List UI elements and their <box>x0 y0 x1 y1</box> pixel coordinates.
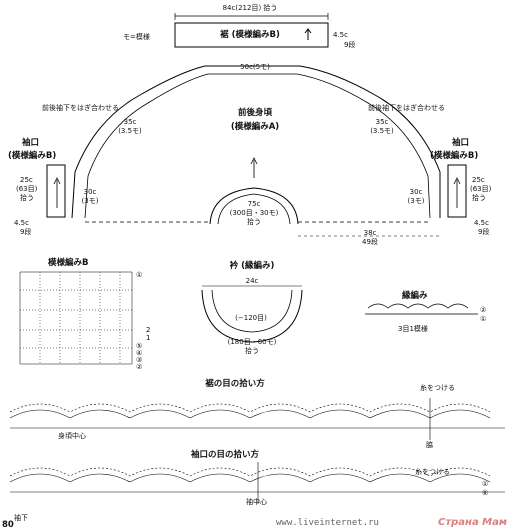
pattern-b-title: 模様編みB <box>48 258 89 268</box>
pattern-b-marker: ① <box>136 271 143 279</box>
pattern-b-marker: ④ <box>136 349 143 357</box>
hem-band <box>174 22 329 48</box>
neck-arc <box>209 187 299 225</box>
pattern-b-marker: 2 <box>146 326 151 334</box>
lower-right-length: 30c <box>409 188 423 196</box>
lower-left-length: 30c <box>83 188 97 196</box>
collar-inner: (−120目) <box>235 314 267 322</box>
cuff-right-rows: 9段 <box>478 228 490 236</box>
watermark-url: www.liveinternet.ru <box>276 518 379 528</box>
collar-width: 24c <box>245 277 259 285</box>
cuff-left-count: (63目) <box>16 185 38 193</box>
collar-title: 衿 (縁編み) <box>229 261 275 271</box>
cuff-pickup-center: 袖中心 <box>246 498 267 506</box>
lower-right-mo: (3モ) <box>407 197 425 205</box>
page-number: 80 <box>2 520 14 530</box>
body-outline <box>71 65 441 219</box>
collar-outer: (180目・60モ) <box>227 338 277 346</box>
hem-pickup-side: 脇 <box>426 441 433 449</box>
cuff-left-length: 25c <box>20 176 33 184</box>
hem-pickup-center: 身頃中心 <box>58 432 86 440</box>
cuff-right-height: 4.5c <box>474 219 489 227</box>
cuff-left-title: 袖口 <box>22 138 40 148</box>
cuff-left-box <box>46 164 66 218</box>
pattern-b-grid <box>19 271 133 365</box>
hem-title: 裾 (模様編みB) <box>220 30 280 40</box>
hem-pickup-chart <box>9 398 505 440</box>
edge-marker: ② <box>480 306 487 314</box>
bottom-rows: 49段 <box>362 238 378 246</box>
cuff-left-subtitle: (模様編みB) <box>8 151 57 161</box>
side-right-mo: (3.5モ) <box>370 127 394 135</box>
side-left-length: 35c <box>123 118 137 126</box>
neck-count: (300目・30モ) <box>229 209 279 217</box>
cuff-pickup-chart <box>9 462 505 504</box>
cuff-right-title: 袖口 <box>452 138 470 148</box>
pattern-b-marker: 1 <box>146 334 151 342</box>
cuff-left-rows: 9段 <box>20 228 32 236</box>
cuff-right-count: (63目) <box>470 185 492 193</box>
bottom-length: 38c <box>363 229 377 237</box>
neck-length: 75c <box>247 200 261 208</box>
cuff-pickup-underarm: 袖下 <box>14 514 28 522</box>
edge-pattern-chart <box>365 303 478 315</box>
hem-pickup-title: 裾の目の拾い方 <box>205 379 265 389</box>
cuff-pickup-marker: ⑥ <box>482 489 489 497</box>
collar-outline <box>201 289 303 343</box>
edge-repeat: 3目1模様 <box>398 325 428 333</box>
hem-width-label: 84c(212目) 拾う <box>222 4 278 12</box>
hem-height: 4.5c <box>333 31 348 39</box>
lower-left-mo: (3モ) <box>81 197 99 205</box>
cuff-pickup-attach: 糸をつける <box>415 468 450 476</box>
hem-pickup-attach: 糸をつける <box>420 384 455 392</box>
side-right-length: 35c <box>375 118 389 126</box>
cuff-right-box <box>447 164 467 218</box>
body-subtitle: (模様編みA) <box>230 122 280 132</box>
mo-legend: モ=模様 <box>123 33 150 41</box>
neck-pick: 拾う <box>247 218 261 226</box>
cuff-pickup-marker: ① <box>482 480 489 488</box>
side-left-mo: (3.5モ) <box>118 127 142 135</box>
cuff-pickup-title: 袖口の目の拾い方 <box>190 450 259 460</box>
cuff-left-height: 4.5c <box>14 219 29 227</box>
cuff-left-pick: 拾う <box>20 194 34 202</box>
collar-pick: 拾う <box>245 347 259 355</box>
body-title: 前後身頃 <box>237 108 272 118</box>
edge-marker: ① <box>480 315 487 323</box>
hem-rows: 9段 <box>344 41 356 49</box>
pattern-b-marker: ② <box>136 363 143 371</box>
body-top-arc-label: 50c(5モ) <box>240 63 270 71</box>
join-left-label: 前後袖下をはぎ合わせる <box>42 104 119 112</box>
join-right-label: 前後袖下をはぎ合わせる <box>368 104 445 112</box>
watermark-logo: Страна Мам <box>438 517 508 528</box>
cuff-right-pick: 拾う <box>472 194 486 202</box>
cuff-right-length: 25c <box>472 176 485 184</box>
pattern-b-marker: ③ <box>136 356 143 364</box>
cuff-right-subtitle: (模様編みB) <box>430 151 479 161</box>
edge-title: 縁編み <box>402 291 428 301</box>
pattern-b-marker: ⑤ <box>136 342 143 350</box>
